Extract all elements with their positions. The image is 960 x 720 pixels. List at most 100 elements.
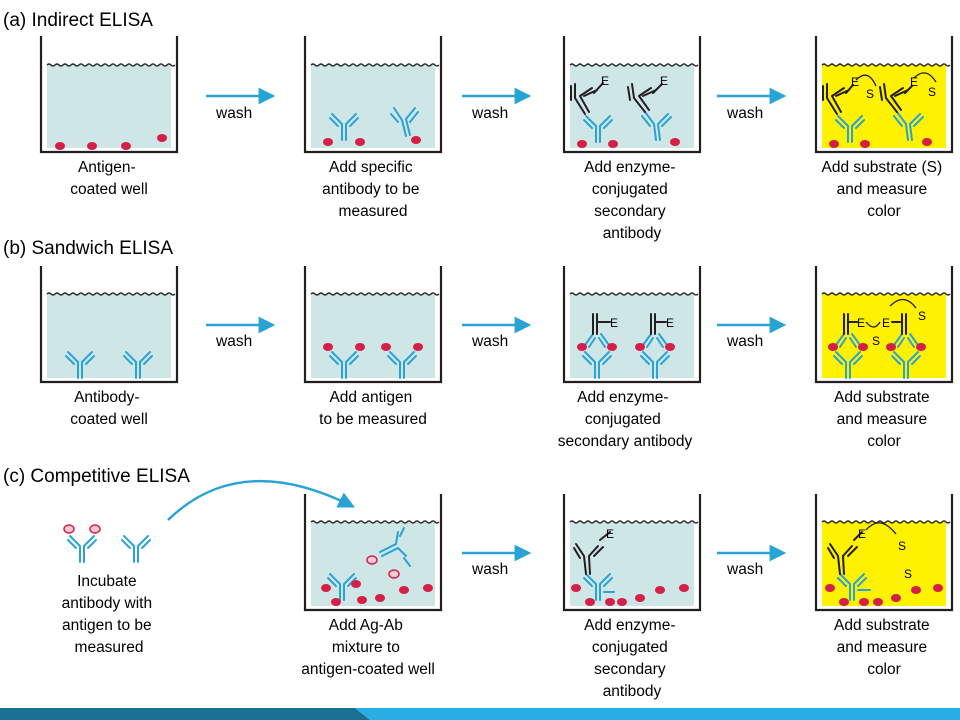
liquid [311,294,435,378]
enzyme-antibody-icon [650,313,667,335]
wash-label: wash [726,561,763,578]
antigen-dots [323,343,423,351]
enzyme-label: E [606,527,614,541]
enzyme-antibody-icon [879,83,913,113]
substrate-label: S [898,539,906,553]
step-caption: Add enzyme- conjugated secondary antibod… [584,617,680,700]
well-substrate: E E S S [814,36,954,154]
antigen-dots [323,136,421,146]
substrate-label: S [918,309,926,323]
step-caption: Add enzyme- conjugated secondary antibod… [558,389,693,450]
antibody-icon [891,333,921,379]
antibody-icon [833,333,863,379]
panel-sandwich-elisa: (b) Sandwich ELISA [3,238,954,450]
step-caption: Add specific antibody to be measured [322,159,424,220]
antibody-icon [121,535,151,563]
antigen-dots [55,134,167,150]
wash-label: wash [471,105,508,122]
antigen-dots [321,580,433,606]
wash-label: wash [471,561,508,578]
well-antibody-coated [39,266,179,384]
footer-bar-light [355,708,960,720]
reaction-arrow [865,321,881,328]
step-caption: Add Ag-Ab mixture to antigen-coated well [301,617,435,678]
step-caption: Add substrate and measure color [834,389,934,450]
footer-bar-dark [0,708,370,720]
step-caption: Antibody- coated well [70,389,148,428]
step-caption: Incubate antibody with antigen to be mea… [62,573,157,656]
antibody-icon [583,573,615,601]
antibody-icon [379,527,411,567]
substrate-label: S [904,567,912,581]
well-wall [562,494,702,612]
antigen-dots [577,138,680,148]
wash-arrow: wash [206,87,276,122]
liquid [570,294,694,378]
step-caption: Antigen- coated well [70,159,148,198]
enzyme-label: E [610,316,618,330]
antigen-dots [577,343,675,351]
well-wall [39,36,179,154]
antibody-icon [893,111,924,141]
wash-label: wash [215,105,252,122]
antibody-icon [329,351,359,379]
enzyme-antibody-icon [891,313,907,335]
reaction-arrow [865,522,897,535]
wash-arrow: wash [717,87,787,122]
antibody-antigen-mix [63,524,151,563]
antibody-icon [65,351,95,379]
enzyme-antibody-icon [570,82,604,115]
well-antigen-coated [39,36,179,154]
antibody-icon [67,535,97,563]
enzyme-antibody-icon [592,313,611,335]
enzyme-antibody-icon [843,313,859,335]
substrate-label: S [872,334,880,348]
antibody-icon [329,113,359,141]
well-substrate: E E S S [814,266,954,384]
well-wall [303,36,443,154]
wash-label: wash [726,105,763,122]
antibody-icon [640,333,670,379]
enzyme-label: E [882,316,890,330]
well-add-antigen [303,266,443,384]
enzyme-antibody-icon [573,531,611,575]
wash-arrow: wash [462,87,532,122]
free-antigen-dots [63,524,101,534]
panel-title: (b) Sandwich ELISA [3,238,173,259]
wash-arrow: wash [717,544,787,578]
antibody-icon [837,573,871,601]
enzyme-label: E [660,74,668,88]
wash-arrow: wash [206,316,276,350]
well-enzyme-conjugated: E [562,494,702,612]
enzyme-label: E [851,75,859,89]
antibody-icon [327,573,357,601]
footer-bar [0,708,960,720]
well-wall [562,36,702,154]
wash-arrow: wash [462,544,532,578]
antibody-icon [583,115,613,143]
well-substrate: E S S [814,494,954,612]
wash-label: wash [726,333,763,350]
enzyme-antibody-icon [822,83,854,115]
well-wall [814,36,954,154]
reaction-arrow [913,72,937,83]
well-wall [303,266,443,384]
well-wall [814,266,954,384]
free-antigen-dots [366,555,400,579]
well-wall [39,266,179,384]
antibody-icon [387,351,417,379]
antibody-icon [835,115,865,143]
enzyme-label: E [601,74,609,88]
wash-arrow: wash [462,316,532,350]
liquid [570,65,694,148]
enzyme-label: E [910,75,918,89]
antibody-icon [390,107,419,137]
antibody-icon [641,111,672,141]
enzyme-antibody-icon [627,83,663,113]
enzyme-label: E [666,316,674,330]
liquid [47,65,171,148]
enzyme-label: E [858,527,866,541]
panel-title: (c) Competitive ELISA [3,466,190,487]
step-caption: Add enzyme- conjugated secondary antibod… [584,159,680,242]
